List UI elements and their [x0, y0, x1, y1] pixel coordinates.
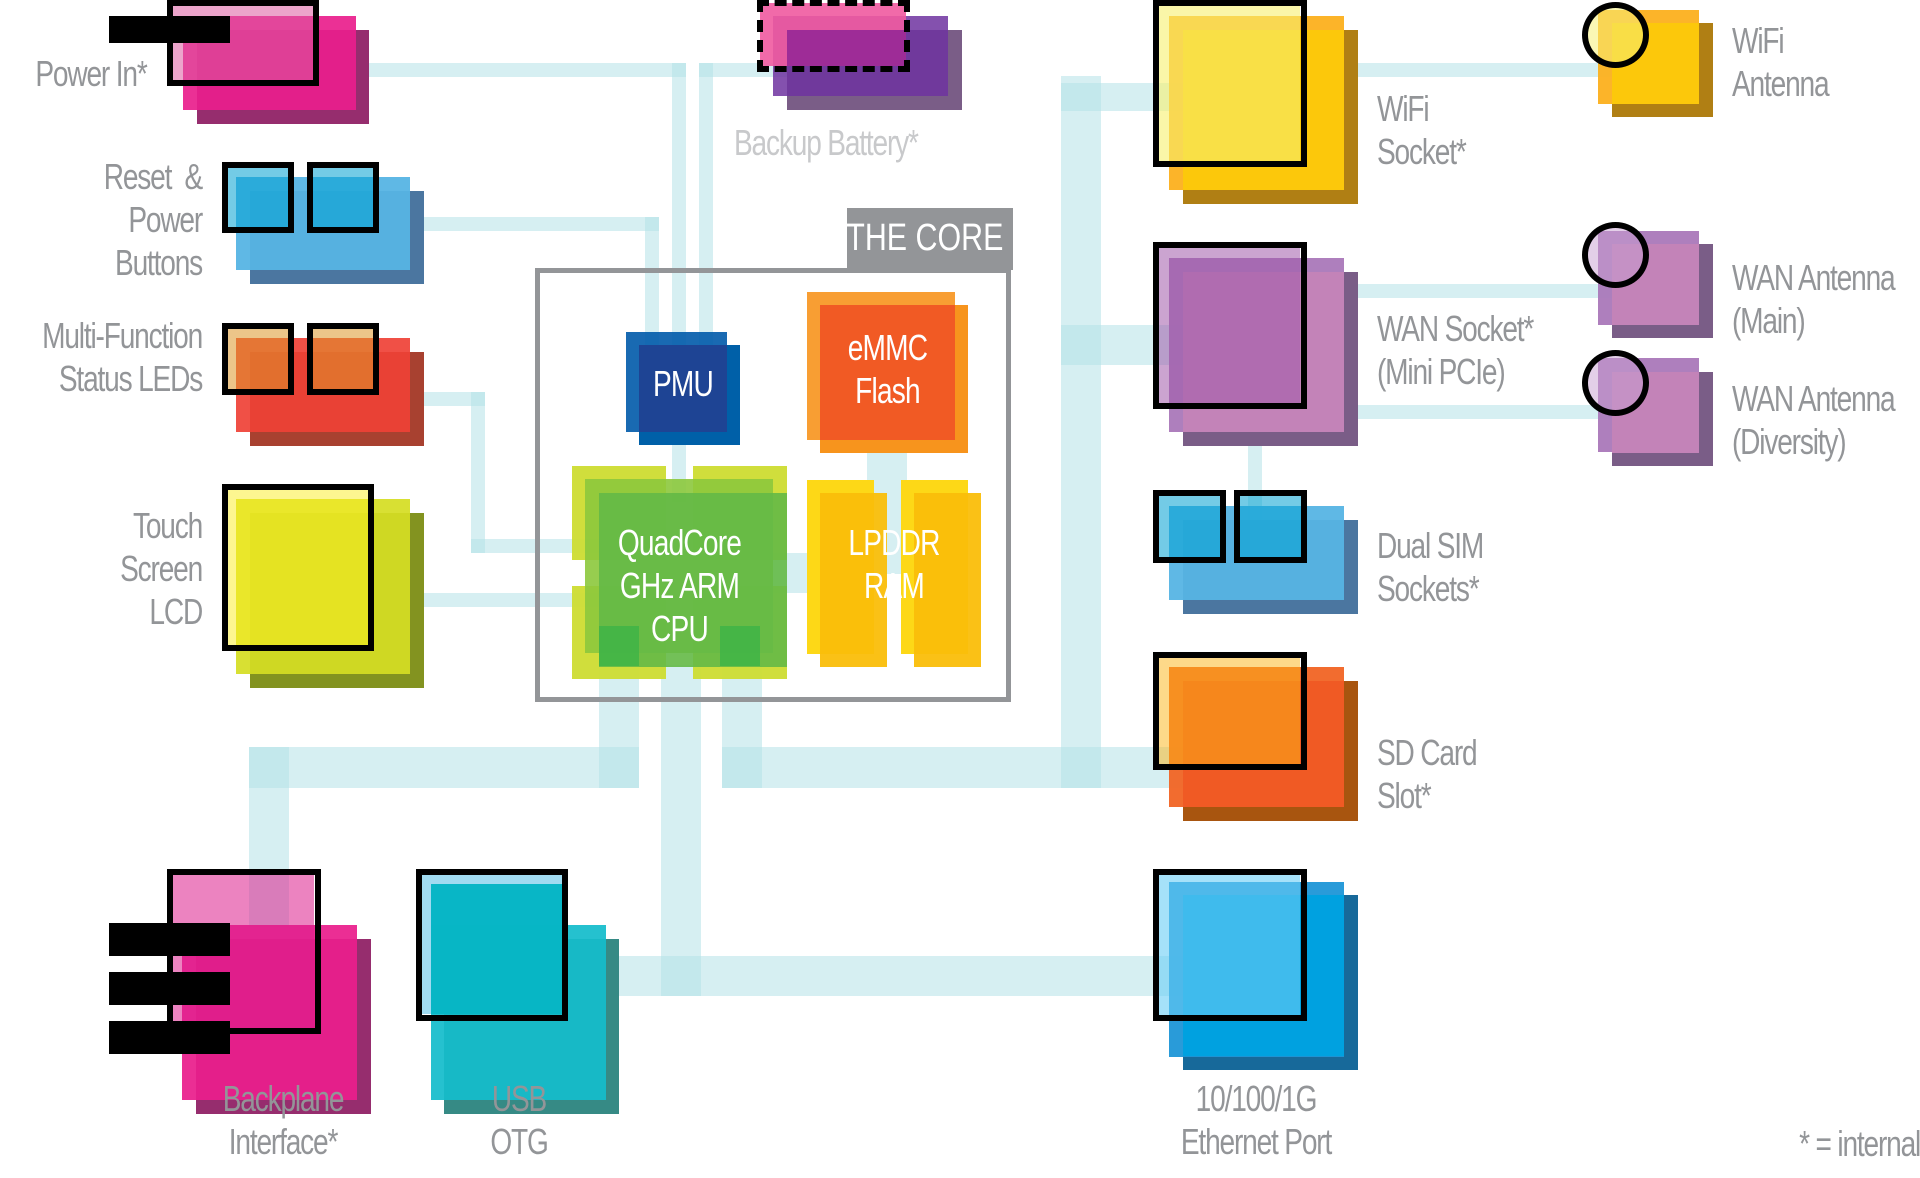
dual-sim-label: Dual SIM Sockets* — [1377, 525, 1484, 609]
sd-card-label: SD Card Slot* — [1377, 732, 1478, 816]
sd-card-outline — [1153, 652, 1307, 770]
wan-antenna-main-icon — [1582, 222, 1649, 288]
touch-lcd-label: Touch Screen LCD — [120, 505, 203, 632]
pmu-label: PMU — [652, 363, 714, 404]
wan-antenna-diversity-label: WAN Antenna (Diversity) — [1732, 378, 1896, 462]
connector-pin-1 — [109, 923, 230, 956]
legend-internal-note: * = internal — [1799, 1123, 1920, 1164]
sim-slot-2 — [1234, 490, 1307, 563]
core-title: THE CORE — [845, 217, 1003, 259]
ram-label: LPDDR RAM — [848, 522, 940, 606]
power-in-label: Power In* — [35, 53, 148, 94]
wire-backplane-horizontal — [249, 747, 639, 788]
connector-pin-3 — [109, 1021, 230, 1054]
ethernet-outline — [1153, 869, 1307, 1021]
usb-outline — [416, 869, 568, 1021]
wire-wifi-antenna — [1306, 63, 1660, 77]
wire-wan-antenna-main — [1306, 284, 1660, 298]
wire-usb-ethernet — [575, 956, 1209, 996]
connector-pin-2 — [109, 972, 230, 1005]
emmc-label: eMMC Flash — [847, 327, 928, 411]
backup-battery-label: Backup Battery* — [734, 122, 919, 163]
wire-battery-vertical — [699, 63, 713, 375]
reset-button[interactable] — [222, 162, 294, 233]
power-plug-icon — [109, 16, 230, 43]
power-button[interactable] — [307, 162, 379, 233]
wire-cpu-usb-eth-vertical — [661, 665, 701, 996]
status-leds-label: Multi-Function Status LEDs — [42, 315, 203, 399]
wifi-antenna-icon — [1582, 2, 1649, 68]
led-2 — [307, 323, 379, 395]
wan-socket-label: WAN Socket* (Mini PCIe) — [1377, 308, 1534, 392]
sim-slot-1 — [1153, 490, 1226, 563]
battery-outline — [757, 0, 910, 72]
wan-socket-outline — [1153, 242, 1307, 409]
wifi-socket-outline — [1153, 0, 1307, 167]
wifi-socket-label: WiFi Socket* — [1377, 88, 1467, 172]
wifi-antenna-label: WiFi Antenna — [1732, 20, 1830, 104]
core-outline — [535, 268, 1011, 702]
wire-wan-antenna-diversity — [1306, 405, 1660, 419]
lcd-outline — [222, 484, 374, 651]
led-1 — [222, 323, 294, 395]
reset-power-buttons-label: Reset & Power Buttons — [103, 156, 203, 283]
wire-power-in-vertical — [672, 63, 686, 375]
wan-antenna-diversity-icon — [1582, 350, 1649, 416]
ethernet-label: 10/100/1G Ethernet Port — [1180, 1078, 1332, 1162]
power-in-outline — [167, 0, 319, 86]
core-tab: THE CORE — [845, 208, 1013, 270]
wire-power-in — [368, 63, 686, 77]
backplane-label: Backplane Interface* — [222, 1078, 345, 1162]
wire-leds-vertical — [471, 392, 485, 553]
wire-reset — [390, 217, 659, 231]
wan-antenna-main-label: WAN Antenna (Main) — [1732, 257, 1896, 341]
usb-otg-label: USB OTG — [490, 1078, 548, 1162]
wire-right-bus-vertical — [1061, 76, 1101, 788]
cpu-label: QuadCore GHz ARM CPU — [617, 522, 742, 649]
